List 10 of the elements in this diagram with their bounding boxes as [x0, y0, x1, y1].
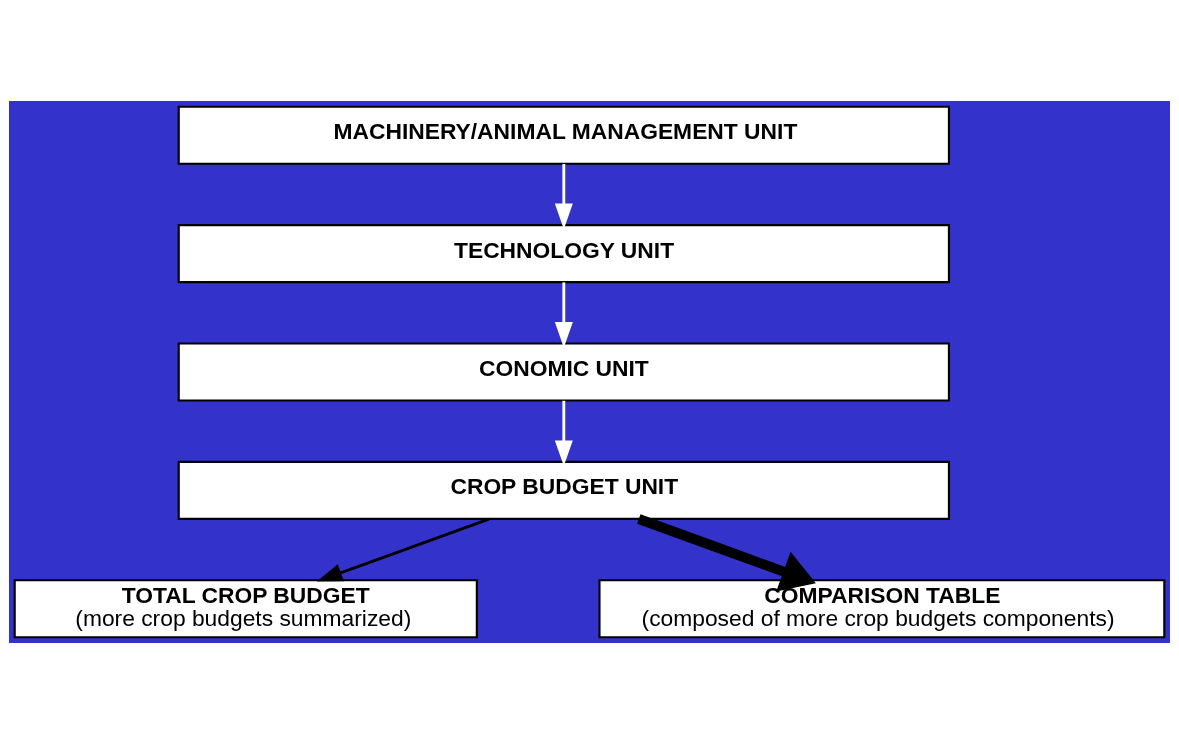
arrow — [554, 282, 573, 348]
node-box: TECHNOLOGY UNIT — [177, 224, 950, 284]
node-box: TOTAL CROP BUDGET (more crop budgets summarized) — [13, 579, 478, 639]
arrow — [637, 514, 816, 592]
node-box: CONOMIC UNIT — [177, 342, 950, 402]
node-box: MACHINERY/ANIMAL MANAGEMENT UNIT — [177, 105, 950, 165]
arrow — [316, 517, 490, 582]
arrow — [554, 164, 573, 230]
node-box: COMPARISON TABLE (composed of more crop budgets components) — [598, 579, 1166, 639]
node-box: CROP BUDGET UNIT — [177, 460, 950, 520]
